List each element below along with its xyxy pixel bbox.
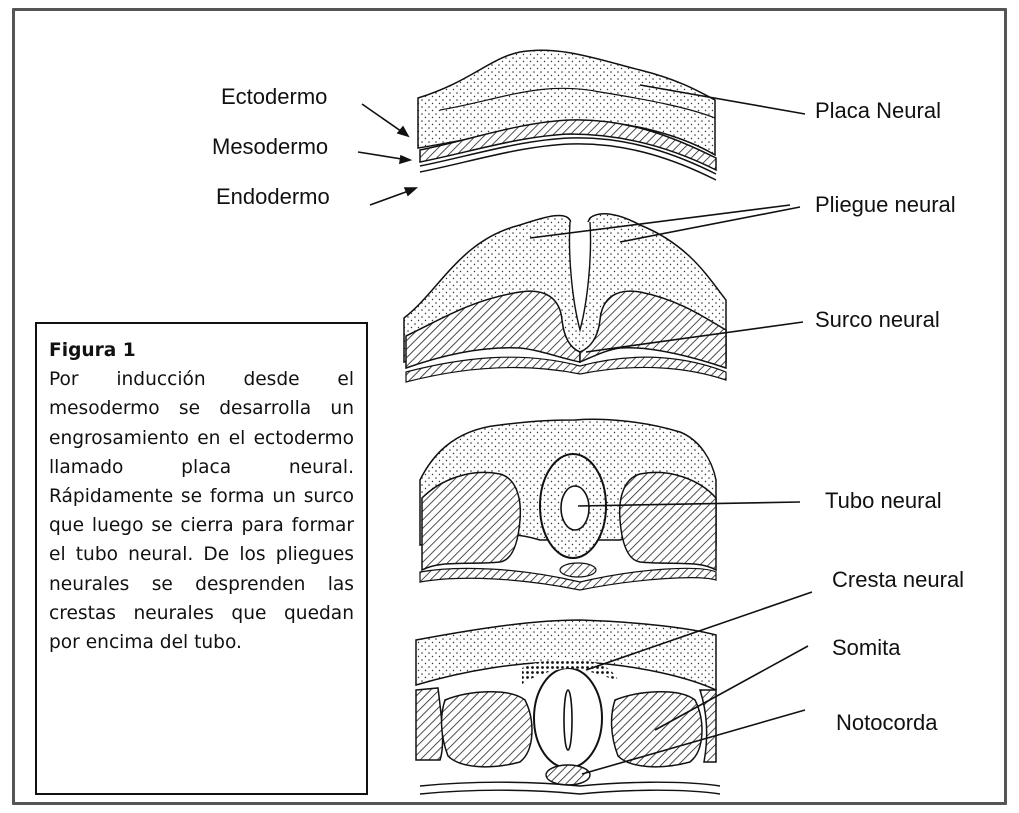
- stage-neural-crest: [416, 620, 720, 794]
- somite-left: [442, 692, 532, 767]
- tube-mesoderm-right: [620, 472, 716, 570]
- figure-caption: Figura 1 Por inducción desde el mesoderm…: [35, 322, 368, 795]
- label-endodermo: Endodermo: [216, 186, 330, 208]
- notochord-early: [560, 563, 596, 577]
- notochord: [546, 765, 590, 785]
- arrowhead-endodermo: [405, 188, 416, 195]
- label-mesodermo: Mesodermo: [212, 136, 328, 158]
- label-ectodermo: Ectodermo: [221, 86, 327, 108]
- crest-neural-tube-lumen: [564, 690, 572, 750]
- leader-pliegue-neural-2: [620, 207, 800, 242]
- stage-neural-plate: [418, 50, 716, 180]
- fold-endoderm: [406, 357, 726, 382]
- label-pliegue-neural: Pliegue neural: [815, 194, 956, 216]
- label-cresta-neural: Cresta neural: [832, 569, 964, 591]
- label-somita: Somita: [832, 637, 900, 659]
- caption-title: Figura 1: [49, 336, 354, 365]
- caption-body: Por inducción desde el mesodermo se desa…: [49, 365, 354, 657]
- crest-bottom-line-2: [420, 790, 720, 794]
- somite-left-outer: [416, 688, 443, 760]
- neural-tube-lumen: [561, 486, 589, 530]
- label-tubo-neural: Tubo neural: [825, 490, 942, 512]
- tube-mesoderm-left: [422, 472, 520, 570]
- label-surco-neural: Surco neural: [815, 309, 940, 331]
- label-notocorda: Notocorda: [836, 712, 938, 734]
- label-placa-neural: Placa Neural: [815, 100, 941, 122]
- arrowhead-ectodermo: [398, 127, 408, 136]
- stage-neural-folds: [404, 214, 726, 382]
- arrowhead-mesodermo: [400, 156, 410, 163]
